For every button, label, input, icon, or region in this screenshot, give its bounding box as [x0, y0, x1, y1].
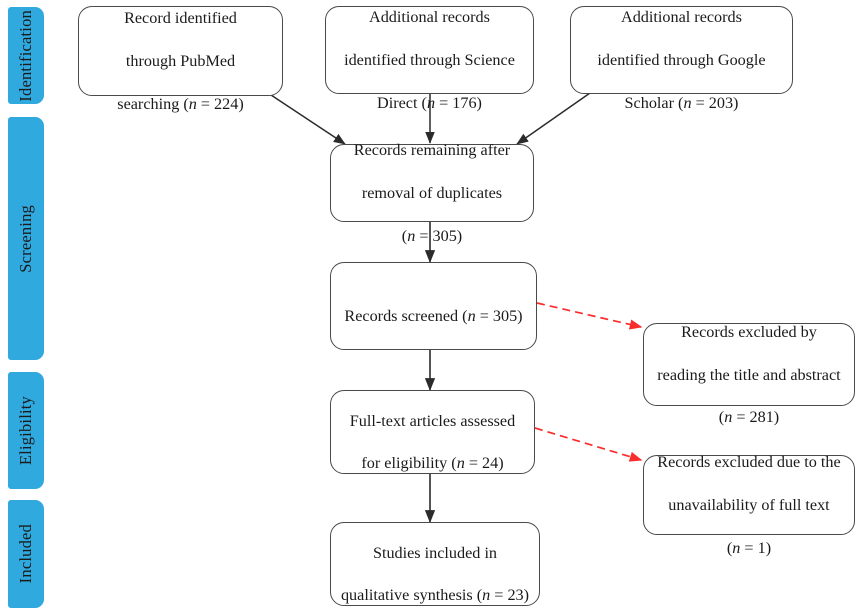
node-science-direct-records: Additional records identified through Sc… [325, 6, 534, 112]
arrow-google-scholar-to-duplicates [516, 92, 591, 145]
node-records-excluded-fulltext-unavailable-text: Records excluded due to the unavailabili… [657, 453, 841, 557]
arrow-fulltext-to-excluded-fulltext [534, 427, 643, 462]
stage-bar-identification: Identification [8, 7, 44, 104]
node-fulltext-articles-assessed-text: Full-text articles assessed for eligibil… [349, 411, 516, 473]
node-studies-included-qualitative-synthesis-text: Studies included in qualitative synthesi… [340, 543, 530, 605]
stage-label-screening: Screening [16, 204, 35, 273]
stage-bar-screening: Screening [8, 117, 44, 360]
node-records-after-duplicates-removed: Records remaining after removal of dupli… [330, 141, 534, 245]
node-google-scholar-records-text: Additional records identified through Go… [597, 8, 766, 112]
stage-label-identification: Identification [16, 9, 35, 102]
node-records-excluded-title-abstract: Records excluded by reading the title an… [643, 323, 855, 426]
node-studies-included-qualitative-synthesis: Studies included in qualitative synthesi… [330, 522, 540, 606]
arrow-screened-to-excluded-title-abstract [536, 302, 643, 330]
node-google-scholar-records: Additional records identified through Go… [570, 6, 793, 112]
node-records-excluded-title-abstract-text: Records excluded by reading the title an… [657, 322, 841, 427]
stage-label-eligibility: Eligibility [16, 395, 35, 466]
node-pubmed-records-text: Record identified through PubMed searchi… [117, 9, 244, 113]
node-fulltext-articles-assessed: Full-text articles assessed for eligibil… [330, 390, 535, 474]
arrow-pubmed-to-duplicates [270, 94, 346, 145]
node-records-excluded-fulltext-unavailable: Records excluded due to the unavailabili… [643, 453, 855, 557]
node-pubmed-records: Record identified through PubMed searchi… [78, 6, 283, 113]
node-records-after-duplicates-removed-text: Records remaining after removal of dupli… [353, 141, 511, 245]
node-records-screened: Records screened (n = 305) [330, 262, 537, 350]
stage-bar-included: Included [8, 500, 44, 608]
node-science-direct-records-text: Additional records identified through Sc… [344, 8, 515, 112]
node-records-screened-text: Records screened (n = 305) [344, 307, 523, 325]
stage-bar-eligibility: Eligibility [8, 372, 44, 489]
stage-label-included: Included [16, 524, 35, 584]
